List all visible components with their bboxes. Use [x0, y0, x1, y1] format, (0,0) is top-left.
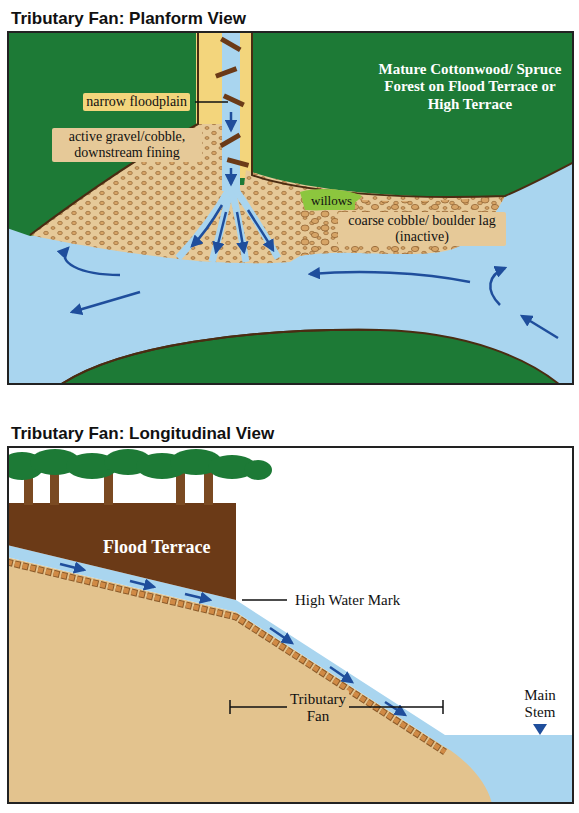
- callout-label: High Water Mark: [292, 591, 403, 610]
- flow-arrow: [385, 702, 405, 715]
- callout-label: Flood Terrace: [100, 536, 213, 559]
- flow-arrow: [237, 212, 244, 252]
- flow-arrow: [230, 168, 233, 184]
- log: [227, 157, 250, 168]
- flow-arrow: [270, 628, 292, 643]
- flow-arrow: [185, 594, 210, 600]
- flow-arrow: [216, 212, 226, 252]
- flow-arrow: [330, 667, 352, 682]
- gravel-texture: [30, 124, 505, 263]
- willow-patch: [300, 189, 362, 210]
- flow-arrow: [522, 316, 558, 338]
- ground: [9, 557, 492, 802]
- bank-edge: [252, 33, 572, 197]
- callout-label: Tributary Fan: [287, 690, 349, 727]
- tree-trunk: [50, 470, 59, 505]
- flow-arrow: [310, 272, 470, 282]
- distributary: [178, 186, 231, 258]
- callout-label: Mature Cottonwood/ Spruce Forest on Floo…: [372, 60, 568, 114]
- panel-heading: Tributary Fan: Longitudinal View: [11, 424, 274, 444]
- bank-edge: [60, 330, 380, 383]
- leader-line: [195, 101, 228, 102]
- floodplain: [196, 33, 222, 130]
- callout-label: willows: [308, 193, 355, 210]
- eddy-arrow: [490, 268, 505, 305]
- leader-line: [242, 599, 287, 600]
- tree-trunk: [204, 470, 213, 505]
- stream-water: [9, 545, 572, 747]
- flow-arrow: [60, 564, 84, 570]
- log: [223, 94, 245, 108]
- log: [220, 37, 242, 52]
- planform-view: [9, 33, 572, 383]
- tributary-channel: [222, 33, 240, 191]
- eddy-arrow: [65, 248, 120, 275]
- flow-arrow: [192, 205, 222, 246]
- far-bank-forest: [60, 330, 560, 383]
- callout-label: coarse cobble/ boulder lag (inactive): [338, 212, 506, 246]
- callout-label: active gravel/cobble, downstream fining: [52, 128, 202, 162]
- forest: [9, 33, 572, 383]
- gravel-fan: [30, 124, 505, 263]
- tree-canopy: [244, 460, 272, 480]
- longitudinal-view: [9, 449, 572, 802]
- flow-arrow: [72, 292, 140, 312]
- panel-frame: Tributary Fan: Longitudinal View: [7, 446, 574, 804]
- distributary: [233, 186, 278, 258]
- log: [215, 66, 237, 78]
- callout-label: Main Stem: [521, 686, 559, 723]
- bracket-tick: [229, 700, 231, 714]
- callout-label: narrow floodplain: [83, 93, 190, 111]
- flow-arrow: [230, 112, 233, 130]
- flow-arrow: [130, 581, 154, 587]
- distributary: [212, 186, 231, 262]
- flow-arrow: [248, 210, 273, 250]
- log: [219, 133, 241, 148]
- flood-terrace: [9, 503, 236, 600]
- bracket-tick: [442, 700, 444, 714]
- water-level-symbol: [533, 724, 547, 735]
- panel-heading: Tributary Fan: Planform View: [11, 9, 246, 29]
